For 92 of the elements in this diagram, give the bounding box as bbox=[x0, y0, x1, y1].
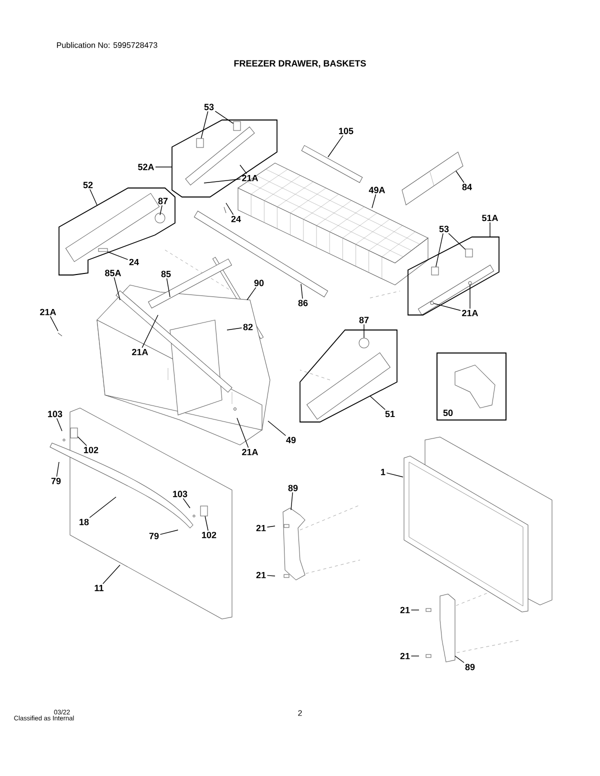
leader-line bbox=[266, 575, 276, 576]
leader-line bbox=[448, 233, 466, 250]
callout-number: 53 bbox=[439, 226, 449, 232]
callout-number: 21A bbox=[132, 348, 148, 356]
leader-line bbox=[160, 205, 162, 216]
leader-line bbox=[102, 564, 120, 584]
leader-line bbox=[142, 314, 158, 348]
callout-number: 51A bbox=[482, 214, 498, 222]
leader-line bbox=[204, 516, 208, 531]
inset-frame: 50 bbox=[436, 352, 506, 420]
leader-line bbox=[226, 202, 234, 215]
callout-number: 84 bbox=[462, 184, 472, 190]
callout-number: 21A bbox=[462, 310, 478, 316]
leader-line bbox=[90, 189, 98, 206]
callout-number: 90 bbox=[254, 280, 264, 286]
callout-number: 79 bbox=[51, 478, 61, 484]
callout-number: 82 bbox=[243, 324, 253, 330]
callout-number: 85 bbox=[161, 270, 171, 278]
part-drawing bbox=[200, 506, 208, 516]
callout-number: 89 bbox=[288, 484, 298, 492]
leader-line bbox=[155, 166, 172, 168]
leader-line bbox=[433, 303, 461, 311]
leader-line bbox=[107, 251, 128, 260]
leader-line bbox=[204, 178, 241, 184]
leader-line bbox=[246, 287, 256, 300]
callout-number: 21A bbox=[242, 174, 258, 182]
leader-line bbox=[328, 135, 344, 158]
inset-frame bbox=[300, 330, 398, 422]
part-drawing bbox=[196, 138, 204, 148]
inset-frame bbox=[172, 120, 278, 198]
callout-number: 89 bbox=[465, 664, 475, 670]
callout-number: 86 bbox=[298, 300, 308, 306]
part-drawing bbox=[468, 281, 472, 285]
callout-number: 51 bbox=[385, 410, 395, 418]
leader-line bbox=[200, 111, 208, 139]
leader-line bbox=[454, 656, 464, 663]
leader-line bbox=[456, 170, 464, 183]
leader-line bbox=[114, 277, 120, 300]
callout-number: 24 bbox=[231, 216, 241, 222]
callout-number: 103 bbox=[173, 490, 188, 498]
leader-line bbox=[89, 496, 116, 518]
callout-number: 21A bbox=[40, 308, 56, 316]
leader-line bbox=[56, 418, 62, 432]
callout-number: 21 bbox=[256, 572, 266, 578]
callout-number: 103 bbox=[48, 410, 62, 418]
callout-number: 49 bbox=[286, 436, 296, 444]
title: FREEZER DRAWER, BASKETS bbox=[234, 60, 366, 68]
callout-number: 18 bbox=[80, 518, 89, 526]
callout-number: 105 bbox=[339, 128, 354, 134]
leader-line bbox=[50, 316, 58, 332]
callout-number: 21A bbox=[242, 448, 258, 456]
leader-line bbox=[300, 284, 303, 299]
callout-number: 21 bbox=[400, 652, 410, 660]
leader-line bbox=[77, 436, 87, 446]
callout-number: 102 bbox=[84, 446, 98, 454]
leader-line bbox=[240, 164, 248, 174]
leader-line bbox=[56, 462, 60, 477]
part-drawing bbox=[70, 428, 78, 438]
callout-number: 21 bbox=[400, 606, 410, 614]
leader-line bbox=[290, 492, 293, 510]
inset-frame bbox=[408, 236, 500, 316]
page-number: 2 bbox=[298, 710, 302, 716]
part-drawing bbox=[465, 248, 473, 258]
callout-number: 1 bbox=[381, 468, 386, 476]
callout-number: 52 bbox=[83, 182, 93, 188]
leader-line bbox=[370, 396, 386, 410]
callout-number: 87 bbox=[359, 316, 369, 324]
part-drawing bbox=[233, 121, 241, 131]
part-drawing bbox=[358, 338, 370, 348]
callout-number: 24 bbox=[129, 258, 139, 266]
callout-number: 21 bbox=[256, 524, 266, 532]
callout-number: 49A bbox=[368, 186, 386, 194]
callout-number: 52A bbox=[138, 164, 154, 170]
callout-number: 79 bbox=[149, 532, 159, 540]
leader-line bbox=[226, 328, 242, 330]
callout-number: 11 bbox=[94, 584, 104, 592]
part-drawing bbox=[431, 266, 439, 276]
leader-line bbox=[386, 472, 404, 478]
leader-line bbox=[372, 194, 376, 208]
callout-number: 85A bbox=[105, 270, 121, 276]
callout-number: 87 bbox=[158, 198, 168, 204]
leader-line bbox=[160, 530, 178, 535]
leader-line bbox=[214, 110, 234, 124]
leader-line bbox=[182, 498, 190, 508]
leader-line bbox=[268, 420, 286, 436]
callout-number: 53 bbox=[204, 104, 214, 110]
publication-number: Publication No: 5995728473 bbox=[57, 42, 158, 48]
leader-line bbox=[266, 526, 276, 528]
callout-number: 102 bbox=[202, 532, 216, 538]
inset-frame bbox=[58, 188, 176, 276]
part-drawing bbox=[430, 301, 434, 305]
leader-line bbox=[166, 278, 170, 298]
